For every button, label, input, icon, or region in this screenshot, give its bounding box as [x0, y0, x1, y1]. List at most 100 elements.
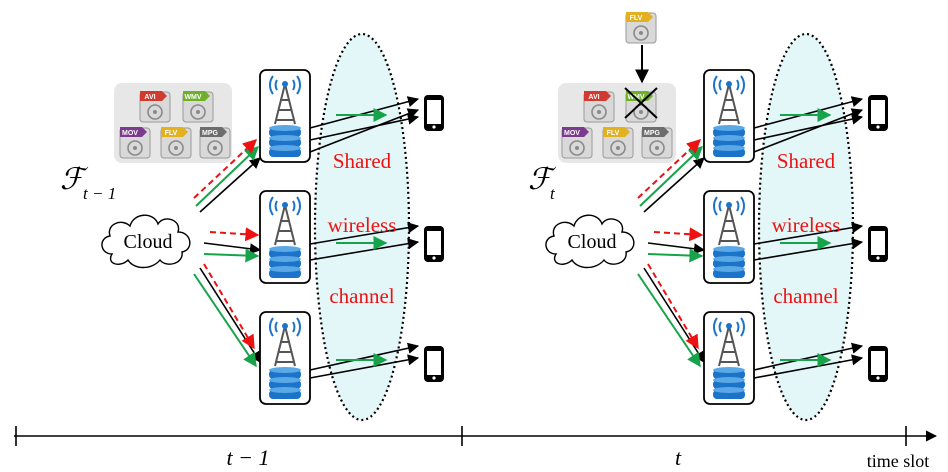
time-label-left: t − 1	[227, 445, 270, 470]
panel-right: Shared wireless channel Cloud AVI WMV	[528, 12, 888, 422]
bs-to-phone-links	[309, 96, 420, 379]
film-reel-icon	[190, 104, 206, 120]
phone-screen	[871, 231, 885, 255]
phone-screen	[427, 351, 441, 375]
content-library: AVI WMV MOV FLV MPG ℱ t − 1	[60, 83, 232, 203]
channel-word-wireless: wireless	[772, 213, 841, 237]
file-tag	[626, 12, 653, 22]
cloud-label: Cloud	[568, 231, 617, 253]
channel-word-wireless: wireless	[328, 213, 397, 237]
file-tag	[200, 127, 227, 137]
phone-screen	[871, 351, 885, 375]
file-tag	[562, 127, 589, 137]
library-subscript: t − 1	[83, 184, 116, 203]
file-type-label: MPG	[202, 130, 219, 137]
base-station-icon	[259, 69, 311, 163]
file-type-label: FLV	[607, 130, 620, 137]
film-reel-icon	[610, 140, 626, 156]
smartphone-icon	[868, 95, 888, 131]
base-station-icon	[703, 190, 755, 284]
file-type-label: MOV	[564, 130, 580, 137]
smartphone-icon	[424, 95, 444, 131]
film-reel-hub	[639, 31, 643, 35]
antenna-tower-icon	[269, 317, 301, 367]
video-file-icon-mov: MOV	[119, 127, 151, 159]
film-reel-hub	[597, 110, 601, 114]
video-file-icon-incoming-flv: FLV	[625, 12, 657, 44]
channel-word-channel: channel	[329, 284, 394, 308]
backhaul-red-dashed-arrows	[637, 139, 704, 350]
cache-storage-icon	[269, 246, 301, 278]
time-label-right: t	[675, 445, 682, 470]
incoming-file: FLV	[625, 12, 657, 84]
panel-left: Shared wireless channel Cloud	[60, 32, 444, 422]
video-file-icon-mov: MOV	[561, 127, 593, 159]
film-reel-hub	[639, 110, 643, 114]
channel-word-channel: channel	[773, 284, 838, 308]
cloud-icon: Cloud	[545, 214, 635, 269]
phone-screen	[427, 231, 441, 255]
backhaul-links	[643, 157, 706, 363]
base-station-icon	[703, 311, 755, 405]
phone-screen	[871, 100, 885, 124]
phone-button	[432, 376, 436, 380]
video-file-icon-mpg: MPG	[199, 127, 231, 159]
film-reel-hub	[133, 146, 137, 150]
smartphone-icon	[868, 226, 888, 262]
backhaul-links	[199, 157, 262, 363]
channel-green-arrows	[336, 108, 388, 367]
cache-storage-icon	[713, 125, 745, 157]
smartphone-icon	[424, 346, 444, 382]
film-reel-hub	[575, 146, 579, 150]
cache-storage-icon	[713, 246, 745, 278]
channel-label: Shared wireless channel	[328, 149, 397, 308]
video-file-icon-avi: AVI	[583, 91, 615, 123]
channel-word-shared: Shared	[777, 149, 836, 173]
file-type-label: AVI	[144, 94, 155, 101]
bs-to-phone-links	[753, 96, 864, 379]
film-reel-icon	[591, 104, 607, 120]
file-type-label: FLV	[165, 130, 178, 137]
phone-button	[432, 256, 436, 260]
backhaul-red-dashed-arrows	[193, 139, 260, 350]
film-reel-hub	[655, 146, 659, 150]
film-reel-icon	[633, 104, 649, 120]
base-station-icon	[259, 190, 311, 284]
film-reel-icon	[649, 140, 665, 156]
phone-button	[876, 125, 880, 129]
file-type-label: MPG	[644, 130, 661, 137]
timeline-axis: t − 1 t time slot	[14, 426, 938, 471]
film-reel-icon	[569, 140, 585, 156]
base-station-icon	[259, 311, 311, 405]
antenna-tower-icon	[713, 196, 745, 246]
film-reel-hub	[616, 146, 620, 150]
film-reel-icon	[127, 140, 143, 156]
cloud-label: Cloud	[124, 231, 173, 253]
base-station-icon	[703, 69, 755, 163]
file-tag	[642, 127, 669, 137]
film-reel-icon	[633, 25, 649, 41]
file-tag	[120, 127, 147, 137]
file-tag	[183, 91, 210, 101]
cache-storage-icon	[713, 367, 745, 399]
file-tag	[161, 127, 188, 137]
phone-button	[876, 256, 880, 260]
antenna-tower-icon	[713, 75, 745, 125]
library-subscript: t	[550, 184, 556, 203]
video-file-icon-mpg: MPG	[641, 127, 673, 159]
phone-screen	[427, 100, 441, 124]
film-reel-hub	[196, 110, 200, 114]
backhaul-green-arrows	[637, 146, 704, 368]
antenna-tower-icon	[713, 317, 745, 367]
channel-green-arrows	[780, 108, 832, 367]
file-type-label: AVI	[588, 94, 599, 101]
time-axis-label: time slot	[867, 451, 930, 471]
channel-label: Shared wireless channel	[772, 149, 841, 308]
content-library: AVI WMV MOV FLV MPG ℱ t	[528, 83, 676, 203]
phone-button	[876, 376, 880, 380]
film-reel-hub	[174, 146, 178, 150]
file-tag	[603, 127, 630, 137]
video-file-icon-flv: FLV	[602, 127, 634, 159]
file-tag	[584, 91, 611, 101]
